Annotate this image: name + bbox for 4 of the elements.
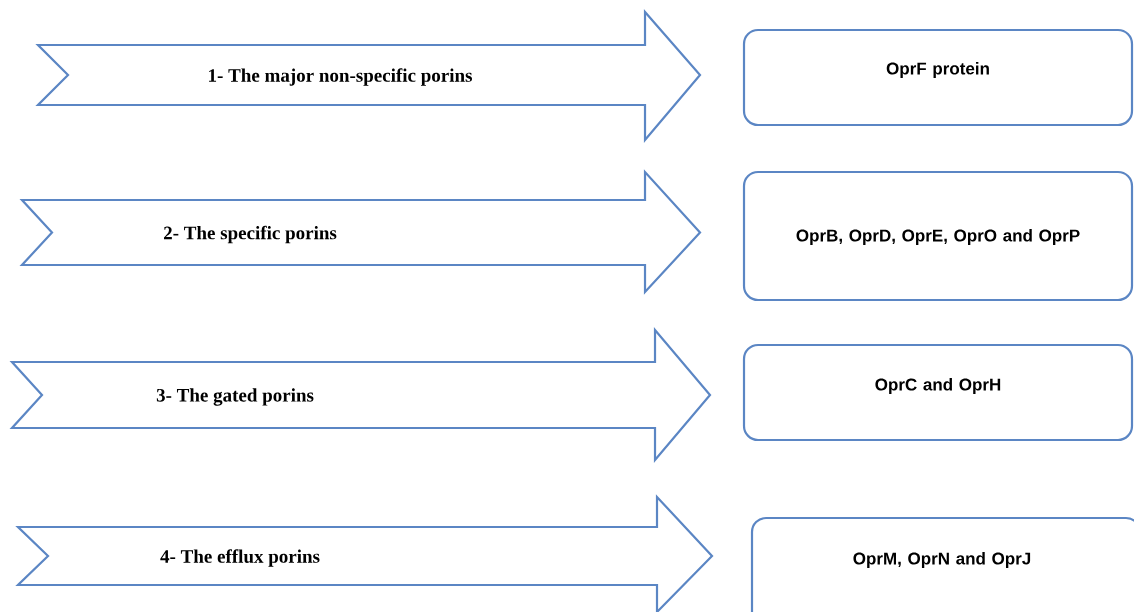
- rounded-box: OprF protein: [742, 28, 1134, 127]
- rounded-box: OprC and OprH: [742, 343, 1134, 442]
- rounded-box: OprB, OprD, OprE, OprO and OprP: [742, 170, 1134, 302]
- rounded-box: OprM, OprN and OprJ: [750, 516, 1134, 612]
